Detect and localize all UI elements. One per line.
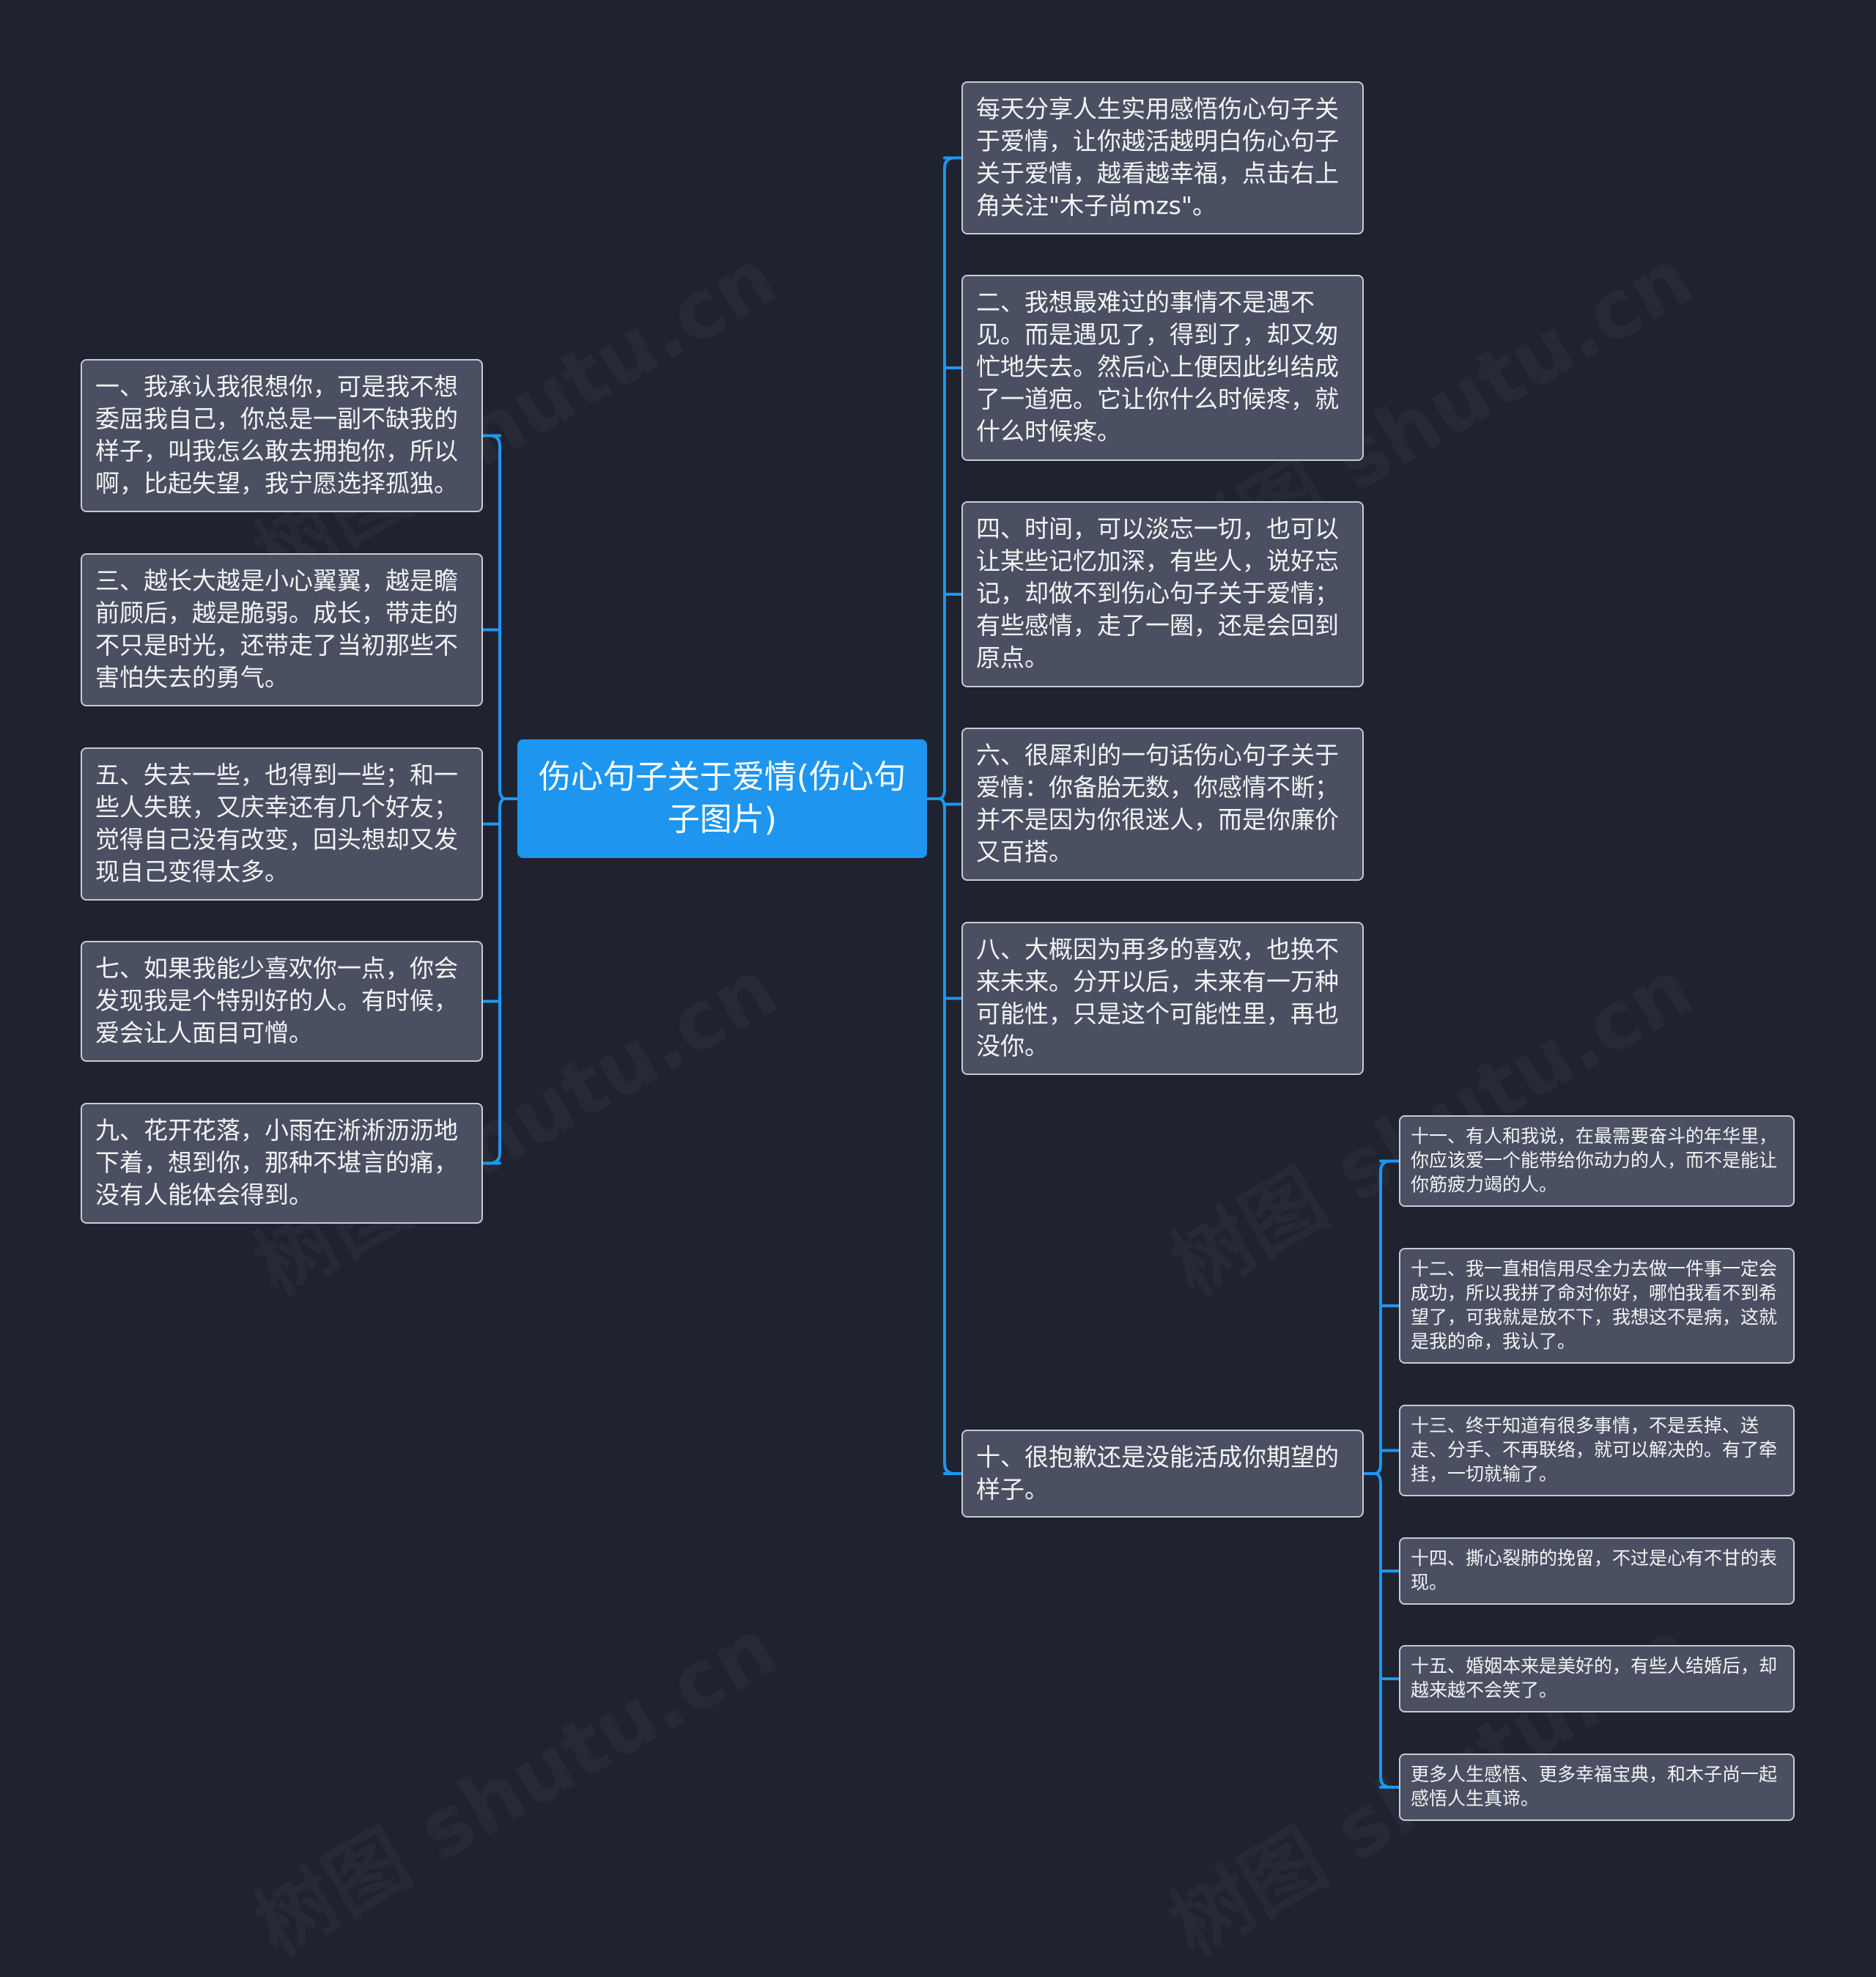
node-text: 十二、我一直相信用尽全力去做一件事一定会成功，所以我拼了命对你好，哪怕我看不到希… — [1411, 1258, 1778, 1352]
right-node-8[interactable]: 八、大概因为再多的喜欢，也换不来未来。分开以后，未来有一万种可能性，只是这个可能… — [961, 922, 1364, 1075]
node-text: 六、很犀利的一句话伤心句子关于爱情：你备胎无数，你感情不断；并不是因为你很迷人，… — [976, 741, 1339, 866]
node-text: 十五、婚姻本来是美好的，有些人结婚后，却越来越不会笑了。 — [1411, 1655, 1778, 1701]
right-node-6[interactable]: 六、很犀利的一句话伤心句子关于爱情：你备胎无数，你感情不断；并不是因为你很迷人，… — [961, 728, 1364, 881]
node-text: 九、花开花落，小雨在淅淅沥沥地下着，想到你，那种不堪言的痛，没有人能体会得到。 — [95, 1116, 458, 1209]
root-node-label: 伤心句子关于爱情(伤心句子图片) — [538, 758, 906, 838]
node-text: 五、失去一些，也得到一些；和一些人失联，又庆幸还有几个好友；觉得自己没有改变，回… — [95, 761, 458, 886]
node-text: 二、我想最难过的事情不是遇不见。而是遇见了，得到了，却又匆忙地失去。然后心上便因… — [976, 288, 1339, 446]
node-text: 八、大概因为再多的喜欢，也换不来未来。分开以后，未来有一万种可能性，只是这个可能… — [976, 935, 1339, 1060]
left-node-1[interactable]: 一、我承认我很想你，可是我不想委屈我自己，你总是一副不缺我的样子，叫我怎么敢去拥… — [81, 359, 483, 512]
watermark: 树图 shutu.cn — [229, 1584, 794, 1977]
left-connector-spine — [488, 434, 506, 1165]
node-text: 十四、撕心裂肺的挽留，不过是心有不甘的表现。 — [1411, 1548, 1778, 1593]
sub-node-11[interactable]: 十一、有人和我说，在最需要奋斗的年华里，你应该爱一个能带给你动力的人，而不是能让… — [1399, 1115, 1795, 1207]
left-node-7[interactable]: 七、如果我能少喜欢你一点，你会发现我是个特别好的人。有时候，爱会让人面目可憎。 — [81, 941, 483, 1062]
right-node-10[interactable]: 十、很抱歉还是没能活成你期望的样子。 — [961, 1430, 1364, 1518]
sub-node-12[interactable]: 十二、我一直相信用尽全力去做一件事一定会成功，所以我拼了命对你好，哪怕我看不到希… — [1399, 1248, 1795, 1364]
left-node-5[interactable]: 五、失去一些，也得到一些；和一些人失联，又庆幸还有几个好友；觉得自己没有改变，回… — [81, 747, 483, 901]
right-node-intro[interactable]: 每天分享人生实用感悟伤心句子关于爱情，让你越活越明白伤心句子关于爱情，越看越幸福… — [961, 81, 1364, 234]
node-text: 七、如果我能少喜欢你一点，你会发现我是个特别好的人。有时候，爱会让人面目可憎。 — [95, 954, 458, 1047]
left-node-9[interactable]: 九、花开花落，小雨在淅淅沥沥地下着，想到你，那种不堪言的痛，没有人能体会得到。 — [81, 1103, 483, 1224]
root-node[interactable]: 伤心句子关于爱情(伤心句子图片) — [517, 739, 927, 858]
sub-node-15[interactable]: 十五、婚姻本来是美好的，有些人结婚后，却越来越不会笑了。 — [1399, 1645, 1795, 1712]
mind-map-canvas: 树图 shutu.cn 树图 shutu.cn 树图 shutu.cn 树图 s… — [81, 81, 1795, 1821]
left-node-3[interactable]: 三、越长大越是小心翼翼，越是瞻前顾后，越是脆弱。成长，带走的不只是时光，还带走了… — [81, 553, 483, 706]
node-text: 十、很抱歉还是没能活成你期望的样子。 — [976, 1443, 1339, 1504]
node-text: 三、越长大越是小心翼翼，越是瞻前顾后，越是脆弱。成长，带走的不只是时光，还带走了… — [95, 566, 458, 692]
node-text: 十一、有人和我说，在最需要奋斗的年华里，你应该爱一个能带给你动力的人，而不是能让… — [1411, 1126, 1778, 1195]
node-text: 更多人生感悟、更多幸福宝典，和木子尚一起感悟人生真谛。 — [1411, 1764, 1778, 1809]
node-text: 一、我承认我很想你，可是我不想委屈我自己，你总是一副不缺我的样子，叫我怎么敢去拥… — [95, 372, 458, 498]
node-text: 每天分享人生实用感悟伤心句子关于爱情，让你越活越明白伤心句子关于爱情，越看越幸福… — [976, 95, 1339, 220]
sub-connector-spine — [1374, 1159, 1392, 1789]
right-node-2[interactable]: 二、我想最难过的事情不是遇不见。而是遇见了，得到了，却又匆忙地失去。然后心上便因… — [961, 275, 1364, 461]
sub-node-14[interactable]: 十四、撕心裂肺的挽留，不过是心有不甘的表现。 — [1399, 1537, 1795, 1605]
node-text: 十三、终于知道有很多事情，不是丢掉、送走、分手、不再联络，就可以解决的。有了牵挂… — [1411, 1415, 1778, 1485]
node-text: 四、时间，可以淡忘一切，也可以让某些记忆加深，有些人，说好忘记，却做不到伤心句子… — [976, 514, 1339, 672]
sub-node-more[interactable]: 更多人生感悟、更多幸福宝典，和木子尚一起感悟人生真谛。 — [1399, 1754, 1795, 1821]
right-node-4[interactable]: 四、时间，可以淡忘一切，也可以让某些记忆加深，有些人，说好忘记，却做不到伤心句子… — [961, 501, 1364, 687]
sub-node-13[interactable]: 十三、终于知道有很多事情，不是丢掉、送走、分手、不再联络，就可以解决的。有了牵挂… — [1399, 1405, 1795, 1496]
right-connector-spine — [938, 156, 956, 1475]
